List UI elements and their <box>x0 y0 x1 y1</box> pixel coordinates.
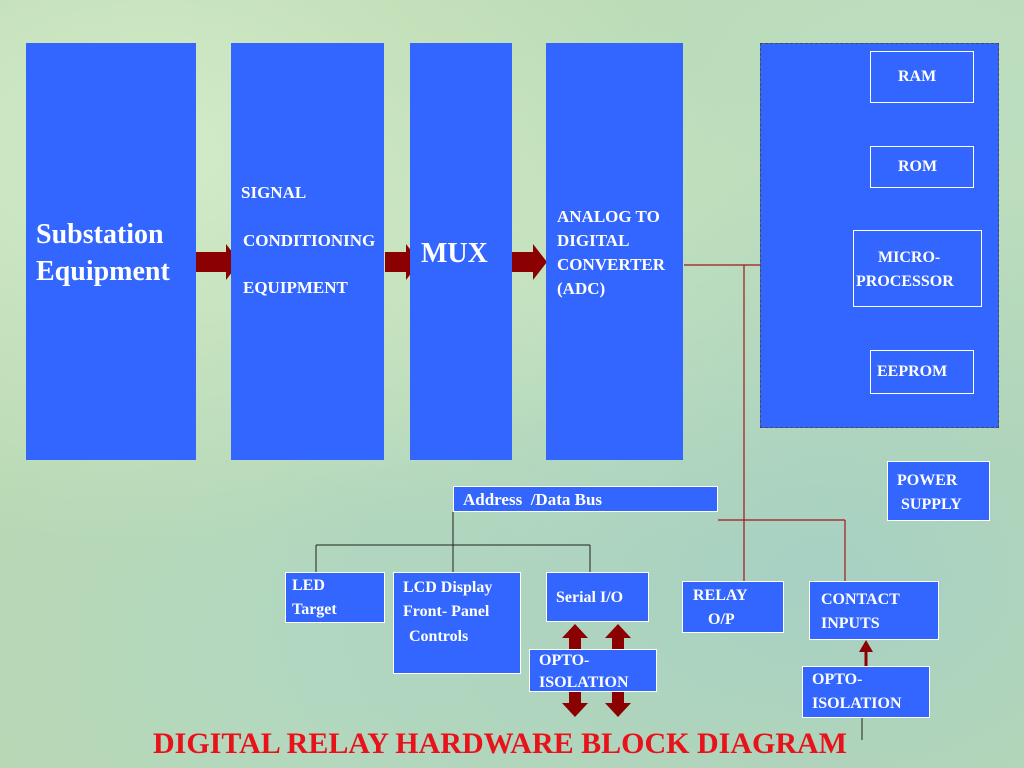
micro-label-line1: MICRO- <box>878 249 941 266</box>
relay-label-line2: O/P <box>708 611 735 628</box>
signal-label-line1: SIGNAL <box>241 183 307 202</box>
lcd-label-line1: LCD Display <box>403 579 493 596</box>
substation-label-line2: Equipment <box>36 256 170 287</box>
led-label-line2: Target <box>292 601 337 618</box>
adc-label-line1: ANALOG TO <box>557 207 660 226</box>
address-data-bus: Address /Data Bus <box>453 486 718 512</box>
mux-block: MUX <box>410 43 512 460</box>
rom-block: ROM <box>870 146 974 188</box>
adc-block: ANALOG TO DIGITAL CONVERTER (ADC) <box>546 43 683 460</box>
relay-label-line1: RELAY <box>693 587 748 604</box>
contact-label-line1: CONTACT <box>821 591 900 608</box>
lcd-display-block: LCD Display Front- Panel Controls <box>393 572 521 674</box>
ram-block: RAM <box>870 51 974 103</box>
arrow-up-contact <box>859 640 873 652</box>
opto1-label-line1: OPTO- <box>539 652 590 669</box>
eeprom-block: EEPROM <box>870 350 974 394</box>
ram-label: RAM <box>898 68 937 85</box>
contact-inputs-block: CONTACT INPUTS <box>809 581 939 640</box>
rom-label: ROM <box>898 158 938 175</box>
mux-label: MUX <box>421 238 488 269</box>
serial-label: Serial I/O <box>556 589 624 606</box>
arrow-down-right <box>605 692 631 717</box>
power-label-line1: POWER <box>897 472 958 489</box>
adc-label-line4: (ADC) <box>557 279 606 298</box>
arrow-up-left <box>562 624 588 650</box>
contact-label-line2: INPUTS <box>821 615 880 632</box>
power-supply-block: POWER SUPPLY <box>887 461 990 521</box>
lcd-label-line2: Front- Panel <box>403 603 490 620</box>
adc-label-line3: CONVERTER <box>557 255 666 274</box>
serial-io-block: Serial I/O <box>546 572 649 622</box>
signal-conditioning-block: SIGNAL CONDITIONING EQUIPMENT <box>231 43 384 460</box>
adc-label-line2: DIGITAL <box>557 231 630 250</box>
led-label-line1: LED <box>292 577 325 594</box>
arrow-up-right <box>605 624 631 650</box>
micro-label-line2: PROCESSOR <box>856 273 954 290</box>
signal-label-line2: CONDITIONING <box>243 231 376 250</box>
arrow-substation-to-signal <box>196 244 240 280</box>
eeprom-label: EEPROM <box>877 363 948 380</box>
opto2-label-line2: ISOLATION <box>812 695 902 712</box>
substation-equipment-block: Substation Equipment <box>26 43 196 460</box>
diagram-title: DIGITAL RELAY HARDWARE BLOCK DIAGRAM <box>153 727 847 760</box>
arrow-down-left <box>562 692 588 717</box>
lcd-label-line3: Controls <box>409 628 469 645</box>
opto1-label-line2: ISOLATION <box>539 674 629 691</box>
arrow-mux-to-adc <box>512 244 547 280</box>
power-label-line2: SUPPLY <box>901 496 962 513</box>
led-target-block: LED Target <box>285 572 385 623</box>
opto2-label-line1: OPTO- <box>812 671 863 688</box>
peripheral-bus-lines <box>315 512 863 740</box>
signal-label-line3: EQUIPMENT <box>243 278 348 297</box>
bus-label: Address /Data Bus <box>463 490 603 509</box>
opto-isolation-contact-block: OPTO- ISOLATION <box>802 666 930 718</box>
substation-label-line1: Substation <box>36 219 164 250</box>
microprocessor-block: MICRO- PROCESSOR <box>853 230 982 307</box>
opto-isolation-serial-block: OPTO- ISOLATION <box>529 649 657 692</box>
relay-output-block: RELAY O/P <box>682 581 784 633</box>
